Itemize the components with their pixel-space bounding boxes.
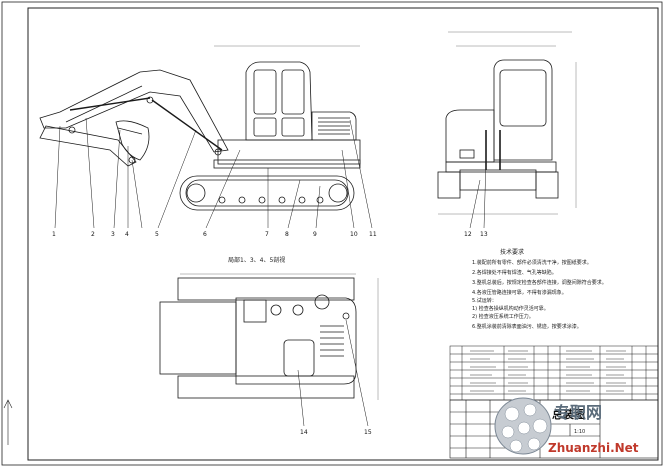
front-base: [445, 161, 557, 173]
top-mirror: [342, 312, 350, 320]
side-labels: 1 2 3 4 5 6 7 8 9 10 11: [52, 231, 377, 238]
label-14: 14: [300, 429, 308, 436]
front-leaders: [469, 159, 487, 229]
watermark-url: Zhuanzhi.Net: [548, 441, 639, 455]
label-6: 6: [203, 231, 207, 238]
top-tank-1: [243, 299, 267, 323]
notes-title: 技术要求: [500, 248, 524, 256]
front-cab: [493, 59, 553, 161]
parts-list-entries: [470, 350, 626, 392]
label-11: 11: [369, 231, 377, 238]
cab-window-low-left: [253, 117, 277, 137]
bucket-teeth: [117, 127, 143, 135]
turntable-base: [213, 159, 361, 169]
note-line: 2) 检查液压系统工作压力。: [472, 313, 534, 320]
title-block-frame: [449, 399, 659, 459]
top-track-upper: [177, 277, 355, 301]
top-front-block: [159, 301, 237, 375]
watermark: 专职网 Zhuanzhi.Net: [494, 397, 639, 455]
label-13: 13: [480, 231, 488, 238]
engine-hood: [311, 111, 357, 141]
boom: [39, 69, 229, 153]
label-10: 10: [350, 231, 358, 238]
front-cab-window: [499, 69, 547, 127]
top-view: [159, 273, 379, 400]
pin-bucket: [128, 156, 136, 164]
cab-window-right: [281, 69, 305, 115]
inner-border: [27, 7, 659, 461]
note-line: 6.整机涂装前清除表面油污、锈迹，按要求涂漆。: [472, 323, 582, 330]
label-9: 9: [313, 231, 317, 238]
top-filler-1: [270, 304, 282, 316]
label-7: 7: [265, 231, 269, 238]
hood-grille: [318, 117, 350, 135]
watermark-ball-pattern: [501, 403, 548, 453]
side-leaders: [54, 117, 373, 229]
side-view: [39, 45, 361, 211]
section-note: 局部1、3、4、5剖视: [228, 256, 285, 264]
front-track-right: [535, 171, 559, 199]
pin-arm: [68, 126, 76, 134]
top-filler-2: [292, 304, 304, 316]
technical-notes: 技术要求 1.装配前所有零件、部件必须清洗干净，按图纸要求。 2.各焊接处不得有…: [472, 248, 607, 330]
margin-marks: [3, 399, 13, 445]
label-4: 4: [125, 231, 129, 238]
track-frame: [185, 179, 349, 207]
label-8: 8: [285, 231, 289, 238]
note-line: 1) 检查各操纵机构动作灵活可靠。: [472, 305, 549, 312]
crawler-track: [179, 175, 355, 211]
note-line: 5.试运转：: [472, 297, 497, 304]
top-filler-3: [314, 294, 330, 310]
label-1: 1: [52, 231, 56, 238]
front-view: [437, 31, 577, 215]
top-grille: [320, 325, 344, 357]
top-upper-body: [235, 297, 357, 385]
top-track-lower: [177, 375, 355, 399]
cab-window-left: [253, 69, 277, 115]
bucket: [115, 120, 150, 161]
drawing-title: 总装图: [552, 407, 585, 421]
front-track-left: [437, 171, 461, 199]
cab: [245, 61, 313, 141]
front-hood: [445, 109, 495, 163]
pin-boom: [146, 96, 154, 104]
parts-list: [449, 345, 659, 401]
front-light: [459, 149, 475, 159]
boom-web: [65, 85, 143, 123]
note-line: 3.整机总装后，按规定检查各部件连接，调整间隙符合要求。: [472, 279, 607, 286]
arm-cylinder: [69, 97, 151, 111]
label-12: 12: [464, 231, 472, 238]
boom-cylinder: [151, 99, 223, 151]
note-line: 2.各焊接处不得有焊渣、气孔等缺陷。: [472, 269, 557, 276]
label-5: 5: [155, 231, 159, 238]
note-line: 4.各液压管路连接可靠，不得有渗漏现象。: [472, 289, 567, 296]
track-rollers: [186, 183, 348, 204]
note-line: 1.装配前所有零件、部件必须清洗干净，按图纸要求。: [472, 259, 592, 266]
top-leaders: [297, 319, 369, 427]
label-3: 3: [111, 231, 115, 238]
watermark-logo-text: 专职网: [554, 403, 602, 422]
drawing-scale: 1:10: [574, 429, 585, 435]
label-15: 15: [364, 429, 372, 436]
top-cab-roof: [283, 339, 315, 377]
label-2: 2: [91, 231, 95, 238]
front-carbody: [459, 169, 537, 191]
cab-window-low-right: [281, 117, 305, 137]
